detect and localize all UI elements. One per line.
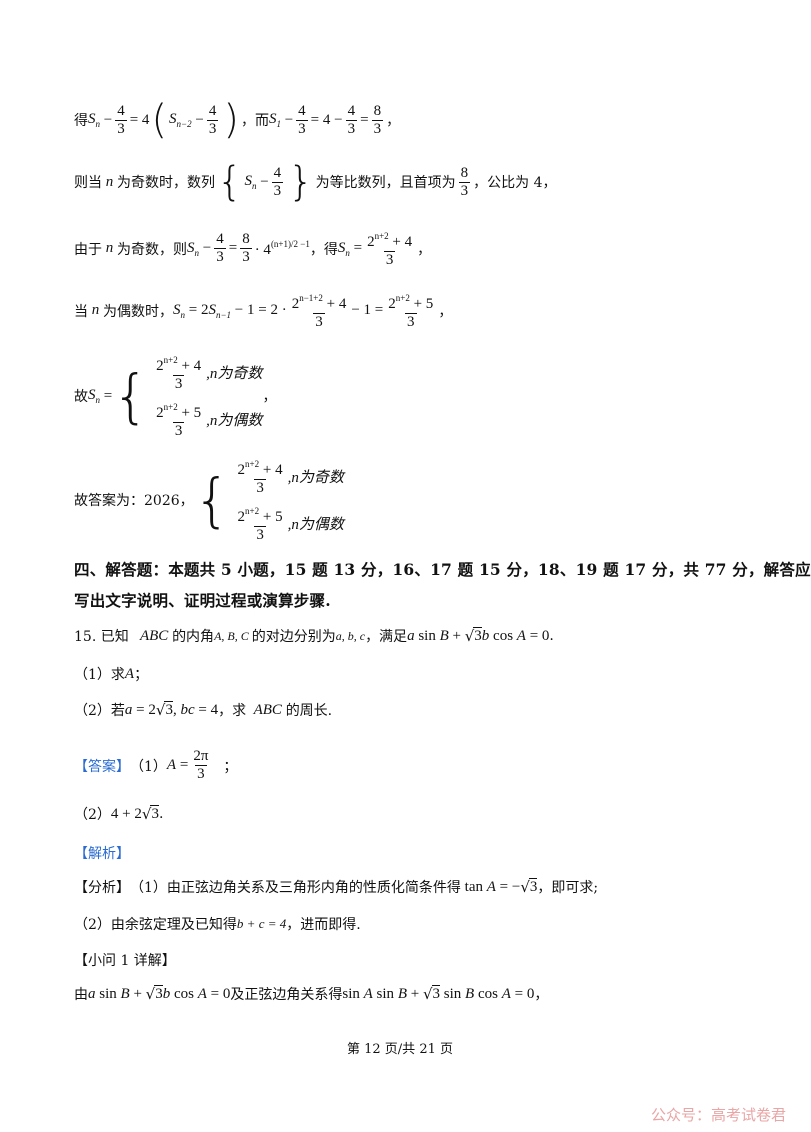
text: 为偶数时， xyxy=(103,303,173,320)
q15-part1: （1）求 A ； xyxy=(74,665,149,684)
text: 的内角 xyxy=(172,629,215,645)
text: （1）求 xyxy=(74,667,125,683)
text: ，得 xyxy=(309,241,338,258)
detail-tag: 【小问 1 详解】 xyxy=(74,950,176,970)
text: ，满足 xyxy=(365,629,408,645)
text: ； xyxy=(223,758,238,775)
section-heading: 四、解答题：本题共 5 小题，15 题 13 分，16、17 题 15 分，18… xyxy=(74,560,811,579)
fenxi-label: 【分析】 xyxy=(74,880,130,896)
text: 当 xyxy=(74,303,88,320)
text: 由于 xyxy=(74,241,102,258)
text: 及正弦边角关系得 xyxy=(230,987,343,1003)
watermark: 公众号：高考试卷君 xyxy=(650,1106,786,1124)
text: （1） xyxy=(130,758,167,775)
text: 的对边分别为 xyxy=(251,629,336,645)
analysis-label: 【解析】 xyxy=(74,846,130,862)
text: 故 xyxy=(74,389,88,405)
text: 为奇数时，数列 xyxy=(117,175,215,191)
text: ， xyxy=(417,241,432,258)
odd-label: ,n为奇数 xyxy=(287,470,344,486)
text: 15. 已知 xyxy=(74,629,129,645)
text: ，公比为 4， xyxy=(473,175,557,191)
text: （2） xyxy=(74,807,111,823)
text: 的周长. xyxy=(285,703,333,719)
text: 则当 xyxy=(74,175,102,191)
text: ，即可求; xyxy=(537,880,599,896)
page-footer: 第 12 页/共 21 页 xyxy=(347,1042,453,1057)
text: 故答案为：2026， xyxy=(74,493,194,509)
analysis-tag: 【解析】 xyxy=(74,843,130,863)
text: （2）由余弦定理及已知得 xyxy=(74,917,237,933)
text: （1）由正弦边角关系及三角形内角的性质化简条件得 xyxy=(130,880,461,896)
text: 为奇数，则 xyxy=(117,241,187,258)
text: ； xyxy=(134,667,149,683)
text: . xyxy=(158,806,164,822)
fenxi-2: （2）由余弦定理及已知得 b + c = 4 ，进而即得. xyxy=(74,916,361,933)
text: . xyxy=(549,628,554,644)
text: ， xyxy=(438,303,453,320)
text: 为等比数列，且首项为 xyxy=(315,175,456,191)
section-heading-2: 写出文字说明、证明过程或演算步骤. xyxy=(74,591,331,610)
q15-part2: （2）若 a = 2√3, bc = 4 ，求 ABC 的周长. xyxy=(74,701,333,719)
q15-answer-2: （2） 4 + 2√3 . xyxy=(74,805,164,823)
odd-label: ,n为奇数 xyxy=(206,366,263,382)
even-label: ,n为偶数 xyxy=(206,413,263,429)
text: ， xyxy=(262,389,277,405)
answer-tag: 【答案】 xyxy=(74,758,130,775)
text: ， xyxy=(386,113,401,129)
text: 由 xyxy=(74,987,88,1003)
detail-label: 【小问 1 详解】 xyxy=(74,953,176,969)
text: ，求 xyxy=(218,703,247,719)
even-label: ,n为偶数 xyxy=(287,517,344,533)
text: ，进而即得. xyxy=(286,917,361,933)
text: ，而 xyxy=(240,113,269,129)
text: （2）若 xyxy=(74,703,125,719)
text: 得 xyxy=(74,113,88,129)
q15-stem: 15. 已知 ABC 的内角 A, B, C 的对边分别为 a, b, c ，满… xyxy=(74,627,554,645)
fenxi-1: 【分析】 （1）由正弦边角关系及三角形内角的性质化简条件得 tan A = −√… xyxy=(74,878,599,896)
text: ， xyxy=(534,987,549,1003)
